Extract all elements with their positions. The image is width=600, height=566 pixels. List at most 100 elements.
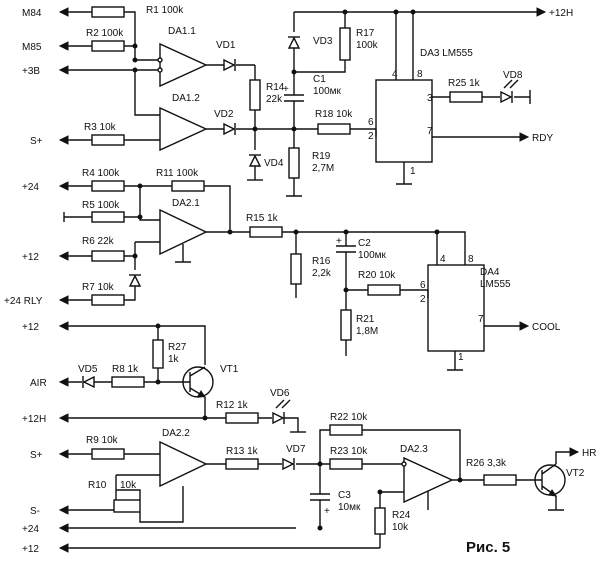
net-label-m84: M84 <box>22 8 42 19</box>
pin-da3-1: 1 <box>410 166 416 177</box>
resistor-r12 <box>225 412 259 424</box>
net-label-s-plus-b: S+ <box>30 450 43 461</box>
label-r27: R27 <box>168 342 187 353</box>
label-r24: R24 <box>392 510 411 521</box>
diode-protect <box>128 274 142 287</box>
resistor-r19 <box>288 147 300 179</box>
label-da2-1: DA2.1 <box>172 198 200 209</box>
resistor-r7 <box>91 294 125 306</box>
label-r5: R5 100k <box>82 200 120 211</box>
resistor-r27 <box>152 339 164 369</box>
label-vd4: VD4 <box>264 158 284 169</box>
diode-vd5 <box>82 375 95 389</box>
resistor-r18 <box>317 123 351 135</box>
chip-da4 <box>427 264 485 352</box>
label-vd2: VD2 <box>214 109 234 120</box>
resistor-r9 <box>91 448 125 460</box>
resistor-r24 <box>374 507 386 535</box>
label-r18: R18 10k <box>315 109 353 120</box>
resistor-r26 <box>483 474 517 486</box>
net-label-24rly: +24 RLY <box>4 296 43 307</box>
pin-da3-2: 2 <box>368 131 374 142</box>
net-label-cool: COOL <box>532 322 561 333</box>
diode-vd3 <box>287 36 301 49</box>
resistor-r6 <box>91 250 125 262</box>
label-r25: R25 1k <box>448 78 481 89</box>
diode-vd7 <box>282 457 295 471</box>
chip-da3 <box>375 79 433 163</box>
value-r21: 1,8M <box>356 326 378 337</box>
label-r19: R19 <box>312 151 331 162</box>
label-da1-2: DA1.2 <box>172 93 200 104</box>
section-da4-cool: +24 +12 +24 RLY R4 100k R11 100k R5 100k… <box>4 168 561 371</box>
diode-vd4 <box>248 154 262 167</box>
opamp-da2-1 <box>159 208 208 256</box>
value-r10: 10k <box>120 480 137 491</box>
label-r10: R10 <box>88 480 107 491</box>
label-r21: R21 <box>356 314 375 325</box>
label-vd5: VD5 <box>78 364 98 375</box>
net-label-air: AIR <box>30 378 47 389</box>
resistor-r17 <box>339 27 351 61</box>
resistor-r8 <box>111 376 145 388</box>
section-hr: S+ S- +24 +12 R9 10k DA2.2 R10 10k R13 1… <box>22 412 596 555</box>
pin-da4-7: 7 <box>478 314 484 325</box>
label-c2: C2 <box>358 238 371 249</box>
label-r8: R8 1k <box>112 364 139 375</box>
label-da4: DA4 <box>480 267 500 278</box>
c2-plus-sign: + <box>336 236 342 247</box>
opamp-da1-1 <box>159 42 208 88</box>
pin-da3-6: 6 <box>368 117 374 128</box>
section-vt1-air: +12 R27 1k AIR VD5 R8 1k VT1 +12Н <box>22 321 306 433</box>
resistor-r5 <box>91 211 125 223</box>
value-r16: 2,2k <box>312 268 332 279</box>
resistor-r22 <box>329 424 363 436</box>
label-r14: R14 <box>266 82 285 93</box>
net-label-3v: +3В <box>22 66 40 77</box>
label-vd8: VD8 <box>503 70 523 81</box>
label-r16: R16 <box>312 256 331 267</box>
resistor-r2 <box>91 40 125 52</box>
pin-da4-1: 1 <box>458 352 464 363</box>
net-label-m85: M85 <box>22 42 42 53</box>
value-r27: 1k <box>168 354 180 365</box>
label-r13: R13 1k <box>226 446 259 457</box>
pin-da3-8: 8 <box>417 69 423 80</box>
value-r24: 10k <box>392 522 409 533</box>
label-r6: R6 22k <box>82 236 115 247</box>
label-c1: C1 <box>313 74 326 85</box>
resistor-r23 <box>329 458 363 470</box>
net-label-12h-b: +12Н <box>22 414 46 425</box>
resistor-r15 <box>249 226 283 238</box>
net-label-12h: +12Н <box>549 8 573 19</box>
label-vd6: VD6 <box>270 388 290 399</box>
label-vd7: VD7 <box>286 444 306 455</box>
c1-plus-sign: + <box>283 84 289 95</box>
value-r19: 2,7M <box>312 163 334 174</box>
pin-da3-4: 4 <box>392 69 398 80</box>
resistor-r21 <box>340 309 352 341</box>
net-label-24: +24 <box>22 182 39 193</box>
net-label-24-b: +24 <box>22 524 39 535</box>
value-r14: 22k <box>266 94 283 105</box>
net-label-12: +12 <box>22 252 39 263</box>
label-r15: R15 1k <box>246 213 279 224</box>
label-c3: C3 <box>338 490 351 501</box>
resistor-r3 <box>91 134 125 146</box>
led-vd6 <box>272 399 291 425</box>
label-r11: R11 100k <box>156 168 199 179</box>
opamp-da2-2 <box>159 440 208 488</box>
label-vt2: VT2 <box>566 468 585 479</box>
resistor-r10 <box>113 499 141 513</box>
resistor-r1 <box>91 6 125 18</box>
label-r20: R20 10k <box>358 270 396 281</box>
led-vd8 <box>500 79 519 104</box>
diode-vd2 <box>223 122 236 136</box>
resistor-r16 <box>290 253 302 285</box>
resistor-r4 <box>91 180 125 192</box>
label-vt1: VT1 <box>220 364 239 375</box>
label-r4: R4 100k <box>82 168 120 179</box>
figure-caption: Рис. 5 <box>466 539 510 556</box>
value-c1: 100мк <box>313 86 342 97</box>
